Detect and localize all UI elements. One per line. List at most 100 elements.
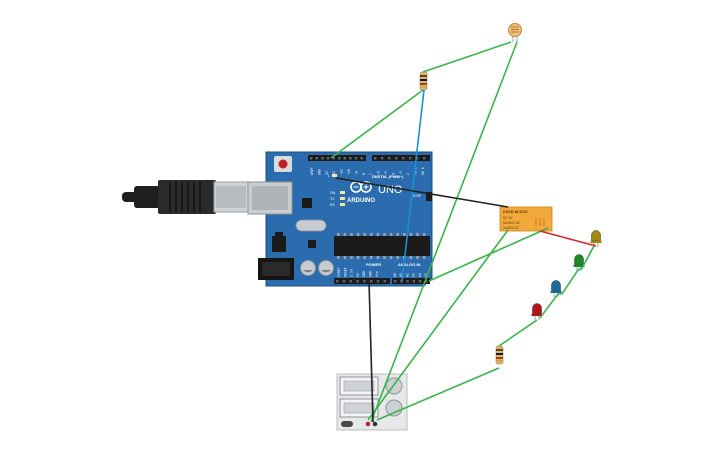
led-red[interactable]: [531, 303, 543, 321]
pin-hole[interactable]: [315, 157, 318, 160]
pin-hole[interactable]: [356, 280, 359, 283]
label-on: ON: [330, 191, 336, 195]
pin-hole[interactable]: [360, 157, 363, 160]
pin-label-13: 13: [325, 171, 329, 175]
wire-green: [428, 227, 549, 282]
atmega-chip: [334, 236, 430, 256]
pin-hole[interactable]: [409, 157, 412, 160]
resistor-top[interactable]: [419, 71, 428, 91]
pin-hole[interactable]: [425, 280, 428, 283]
power-header: [334, 278, 390, 284]
wire-green: [330, 89, 424, 159]
pin-label-aref: AREF: [310, 167, 314, 175]
pin-hole[interactable]: [416, 157, 419, 160]
relay-model: KS2E-M-DC5: [503, 209, 528, 214]
pin-hole[interactable]: [336, 280, 339, 283]
pin-label-a1: A1: [399, 273, 403, 277]
photoresistor[interactable]: [508, 23, 522, 43]
wire-green: [367, 229, 509, 421]
tx-led: [340, 197, 345, 200]
pin-label-gnd: GND: [317, 169, 321, 175]
pin-hole[interactable]: [388, 157, 391, 160]
wire-green: [539, 245, 595, 319]
pin-hole[interactable]: [412, 280, 415, 283]
pin-hole[interactable]: [418, 280, 422, 283]
pin-hole[interactable]: [394, 280, 397, 283]
wire-green: [498, 319, 538, 347]
pin-hole[interactable]: [423, 157, 426, 160]
relay-module[interactable]: KS2E-M-DC5 DC 5V 5A/250V AC 2A/30V DC: [499, 206, 553, 232]
module-terminal-black[interactable]: [372, 421, 378, 427]
l-led: [332, 174, 337, 177]
capacitor: [318, 260, 334, 276]
pin-hole[interactable]: [381, 157, 384, 160]
pin-label-33v: 3.3V: [350, 269, 354, 277]
digital-header-right: [372, 155, 430, 161]
pin-label-5: ~5: [384, 171, 388, 175]
wire-green: [376, 367, 500, 421]
pin-label-a5: A5: [424, 273, 428, 277]
pin-label-8: 8: [362, 173, 366, 175]
pin-label-tx1: TX 1: [414, 167, 418, 175]
rx-led: [340, 203, 345, 206]
pin-label-12: 12: [332, 171, 336, 175]
pin-label-reset: RESET: [343, 267, 347, 277]
pin-hole[interactable]: [354, 157, 358, 160]
pin-label-4: 4: [391, 173, 395, 175]
pin-hole[interactable]: [310, 157, 313, 160]
pin-label-vin: Vin: [375, 271, 379, 277]
wire-blue: [401, 89, 425, 282]
pin-hole[interactable]: [326, 157, 330, 160]
label-tx: TX: [330, 197, 335, 201]
pin-hole[interactable]: [332, 157, 335, 160]
pin-label-5v: 5V: [356, 273, 360, 277]
voltage-regulator: [272, 236, 286, 252]
pin-hole[interactable]: [370, 280, 373, 283]
pin-label-11: ~11: [340, 169, 344, 175]
pin-label-rx0: RX 0: [421, 167, 425, 175]
led-blue[interactable]: [550, 280, 562, 298]
label-rx: RX: [330, 203, 336, 207]
pin-label-a4: A4: [418, 273, 422, 277]
brand-label: ARDUINO: [347, 198, 375, 204]
pin-label-10: ~10: [347, 169, 351, 175]
power-header-label: POWER: [366, 262, 381, 267]
pin-hole[interactable]: [321, 157, 324, 160]
reset-button[interactable]: [274, 156, 292, 172]
module-switch[interactable]: [341, 421, 353, 427]
pin-hole[interactable]: [383, 280, 386, 283]
on-led: [340, 191, 345, 194]
led-yellow[interactable]: [590, 230, 602, 248]
analog-header: [392, 278, 430, 284]
pin-label-gnd: GND: [369, 271, 373, 277]
pin-hole[interactable]: [395, 157, 398, 160]
wire-green: [422, 41, 512, 73]
wire-black: [368, 280, 374, 423]
icsp-header: [426, 192, 432, 201]
pin-hole[interactable]: [376, 280, 380, 283]
led-green[interactable]: [573, 254, 585, 272]
knob-bottom[interactable]: [385, 399, 403, 417]
pin-label-a2: A2: [405, 273, 409, 277]
pin-hole[interactable]: [400, 280, 403, 283]
pin-hole[interactable]: [349, 157, 352, 160]
pin-hole[interactable]: [363, 280, 366, 283]
pin-hole[interactable]: [342, 280, 346, 283]
pin-hole[interactable]: [402, 157, 405, 160]
pin-hole[interactable]: [338, 157, 341, 160]
wire-black: [335, 177, 509, 208]
pin-hole[interactable]: [374, 157, 377, 160]
digital-header-label: DIGITAL (PWM~): [372, 174, 404, 179]
pin-label-3: ~3: [399, 171, 403, 175]
usb-cable[interactable]: [122, 180, 249, 214]
pin-hole[interactable]: [343, 157, 346, 160]
resistor-bottom[interactable]: [495, 345, 504, 365]
module-terminal-red[interactable]: [365, 421, 371, 427]
pin-label-6: ~6: [377, 171, 381, 175]
pin-hole[interactable]: [349, 280, 352, 283]
wires[interactable]: [330, 41, 597, 423]
pin-label-7: 7: [369, 173, 373, 175]
model-label: UNO: [378, 184, 403, 196]
pin-hole[interactable]: [406, 280, 409, 283]
